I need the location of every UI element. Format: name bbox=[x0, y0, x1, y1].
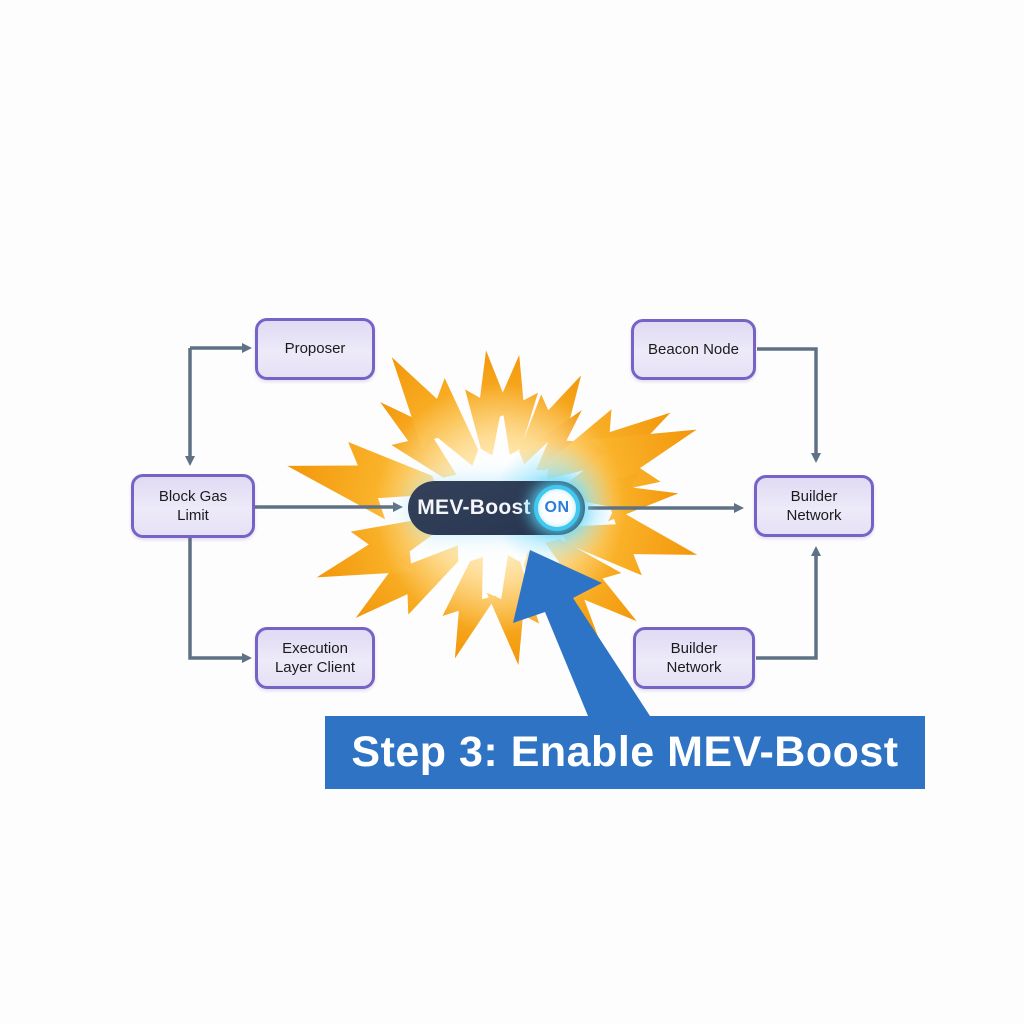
connector-lines bbox=[185, 343, 821, 663]
node-proposer-label: Proposer bbox=[284, 340, 346, 358]
step-banner-label: Step 3: Enable MEV-Boost bbox=[351, 728, 899, 776]
node-beacon-node-label: Beacon Node bbox=[648, 340, 739, 358]
mev-boost-toggle-label: MEV-Boost bbox=[417, 496, 531, 519]
connector-builder-to-builder bbox=[756, 546, 821, 660]
node-builder-network-right-label: Builder Network bbox=[786, 487, 842, 525]
node-beacon-node: Beacon Node bbox=[631, 319, 756, 380]
node-builder-network-right: Builder Network bbox=[754, 475, 874, 537]
node-proposer: Proposer bbox=[255, 318, 375, 380]
node-builder-network-bottom-label: Builder Network bbox=[666, 639, 722, 677]
node-execution-layer-client: Execution Layer Client bbox=[255, 627, 375, 689]
callout-arrow-icon bbox=[513, 550, 650, 716]
step-banner: Step 3: Enable MEV-Boost bbox=[325, 716, 925, 789]
node-builder-network-bottom: Builder Network bbox=[633, 627, 755, 689]
mev-boost-toggle[interactable]: MEV-Boost ON bbox=[408, 481, 585, 535]
node-execution-layer-client-label: Execution Layer Client bbox=[274, 639, 356, 677]
toggle-state-label: ON bbox=[544, 499, 570, 516]
toggle-on-indicator[interactable]: ON bbox=[534, 485, 580, 531]
node-block-gas-limit-label: Block Gas Limit bbox=[158, 487, 228, 525]
node-block-gas-limit: Block Gas Limit bbox=[131, 474, 255, 538]
connector-beacon-to-builder bbox=[757, 347, 821, 463]
connector-to-execution-client bbox=[188, 538, 252, 663]
